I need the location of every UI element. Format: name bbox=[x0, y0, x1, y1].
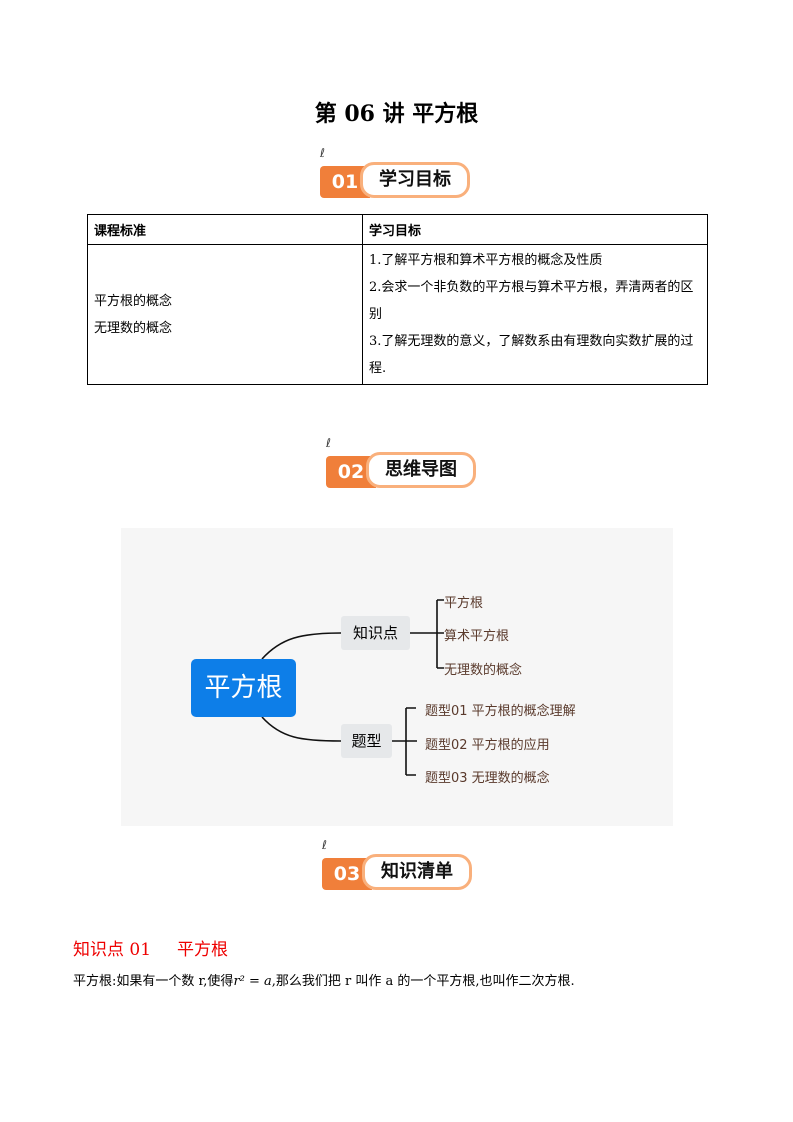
knowledge-point-title: 平方根 bbox=[177, 940, 229, 960]
central-node: 平方根 bbox=[191, 659, 296, 717]
definition-paragraph: 平方根:如果有一个数 r,使得r² = a,那么我们把 r 叫作 a 的一个平方… bbox=[73, 970, 575, 989]
goals-table: 课程标准学习目标 平方根的概念无理数的概念 1.了解平方根和算术平方根的概念及性… bbox=[87, 214, 708, 385]
mind-map: 平方根 知识点 题型 平方根 算术平方根 无理数的概念 题型01 平方根的概念理… bbox=[121, 528, 673, 826]
curl-icon: ℓ bbox=[322, 838, 327, 852]
mind-map-connectors bbox=[261, 599, 444, 776]
table-cell: 平方根的概念 bbox=[94, 293, 173, 309]
text: 平方根:如果有一个数 r,使得 bbox=[73, 974, 234, 989]
branch-node-types: 题型 bbox=[341, 724, 392, 758]
leaf-node: 题型01 平方根的概念理解 bbox=[425, 704, 576, 719]
leaf-node: 题型02 平方根的应用 bbox=[425, 738, 550, 753]
leaf-node: 无理数的概念 bbox=[444, 663, 523, 678]
badge-label: 知识清单 bbox=[362, 854, 472, 890]
formula: r² = a bbox=[233, 974, 272, 989]
table-cell: 1.了解平方根和算术平方根的概念及性质 bbox=[369, 253, 603, 268]
badge-number: 02 bbox=[326, 456, 376, 488]
table-header: 课程标准 bbox=[87, 214, 363, 245]
table-cell: 无理数的概念 bbox=[94, 320, 173, 336]
curl-icon: ℓ bbox=[320, 146, 325, 160]
table-cell: 3.了解无理数的意义，了解数系由有理数向实数扩展的过程. bbox=[369, 334, 694, 376]
leaf-node: 题型03 无理数的概念 bbox=[425, 771, 550, 786]
leaf-node: 算术平方根 bbox=[444, 629, 510, 644]
table-cell: 2.会求一个非负数的平方根与算术平方根，弄清两者的区别 bbox=[369, 280, 694, 322]
knowledge-point-number: 知识点 01 bbox=[73, 940, 152, 960]
curl-icon: ℓ bbox=[326, 436, 331, 450]
badge-label: 思维导图 bbox=[366, 452, 476, 488]
page-title: 第 06 讲 平方根 bbox=[314, 101, 479, 127]
leaf-node: 平方根 bbox=[444, 596, 484, 611]
knowledge-point-heading: 知识点 01 平方根 bbox=[73, 935, 254, 960]
branch-node-knowledge: 知识点 bbox=[341, 616, 410, 650]
text: ,那么我们把 r 叫作 a 的一个平方根,也叫作二次方根. bbox=[271, 974, 575, 989]
badge-label: 学习目标 bbox=[360, 162, 470, 198]
table-header: 学习目标 bbox=[362, 214, 708, 245]
